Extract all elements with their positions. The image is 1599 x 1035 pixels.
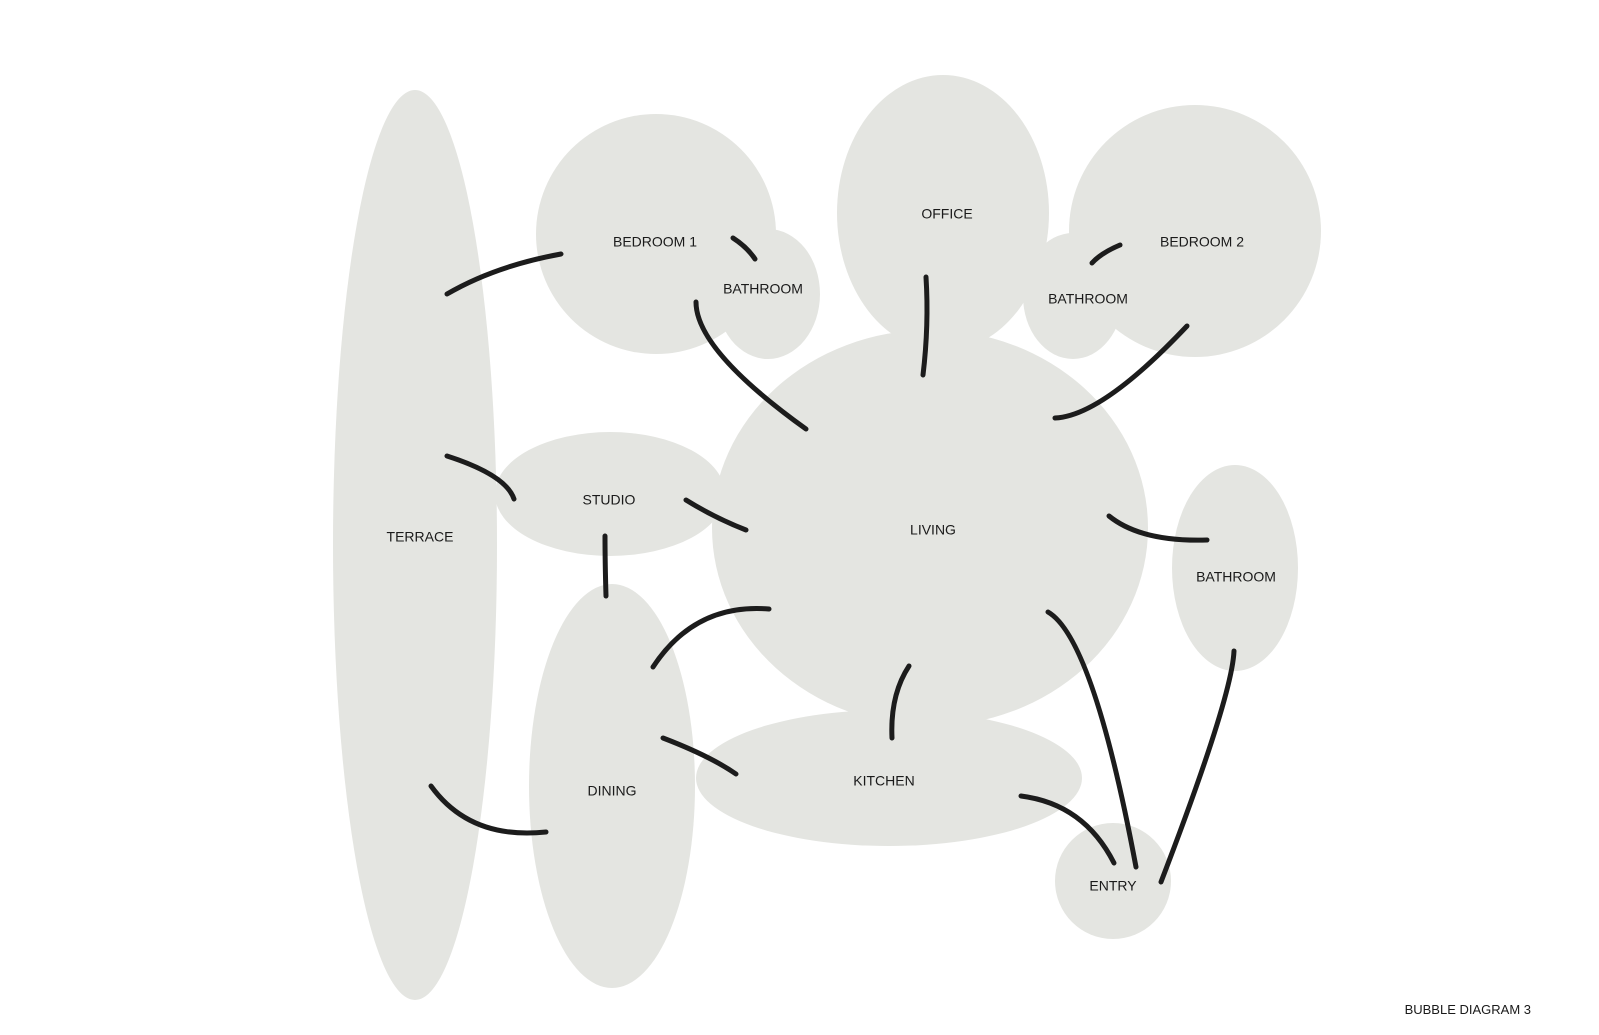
- label-studio: STUDIO: [583, 492, 636, 508]
- link-studio-dining: [602, 533, 609, 599]
- label-bedroom2: BEDROOM 2: [1160, 234, 1244, 250]
- bubbles: [333, 75, 1321, 1000]
- label-bathroom-a: BATHROOM: [723, 281, 803, 297]
- bubble-office: [837, 75, 1049, 351]
- link-terrace-dining: [428, 783, 549, 836]
- bubble-dining: [529, 584, 695, 988]
- diagram-caption: BUBBLE DIAGRAM 3: [1404, 1002, 1531, 1017]
- link-bedroom1-living: [693, 299, 809, 432]
- label-bathroom-c: BATHROOM: [1196, 569, 1276, 585]
- bubble-kitchen: [696, 710, 1082, 846]
- bubble-bathroom-b: [1023, 233, 1123, 359]
- link-terrace-studio: [444, 453, 517, 502]
- link-living-entry: [1045, 609, 1139, 870]
- label-entry: ENTRY: [1089, 878, 1137, 894]
- label-bedroom1: BEDROOM 1: [613, 234, 697, 250]
- bubble-bathroom-c: [1172, 465, 1298, 671]
- label-kitchen: KITCHEN: [853, 773, 914, 789]
- link-studio-living: [683, 497, 749, 533]
- link-bedroom1-bathroom: [730, 235, 758, 262]
- link-bedroom2-bathroom: [1089, 242, 1123, 266]
- label-living: LIVING: [910, 522, 956, 538]
- link-terrace-bedroom1: [444, 251, 564, 297]
- link-living-bathroom: [1106, 513, 1210, 543]
- link-dining-living: [650, 605, 772, 670]
- link-office-living: [920, 274, 930, 378]
- bubble-entry: [1055, 823, 1171, 939]
- link-bedroom2-living: [1052, 323, 1190, 421]
- bubble-bedroom2: [1069, 105, 1321, 357]
- link-living-kitchen: [889, 663, 912, 741]
- link-dining-kitchen: [660, 735, 739, 777]
- link-kitchen-entry: [1018, 793, 1117, 866]
- label-dining: DINING: [588, 783, 637, 799]
- connections: [428, 235, 1237, 885]
- bubble-bathroom-a: [716, 229, 820, 359]
- room-labels: TERRACE BEDROOM 1 BATHROOM OFFICE BEDROO…: [387, 206, 1276, 894]
- bubble-living: [712, 330, 1148, 726]
- label-office: OFFICE: [921, 206, 972, 222]
- bubble-studio: [495, 432, 725, 556]
- label-terrace: TERRACE: [387, 529, 454, 545]
- bubble-terrace: [333, 90, 497, 1000]
- link-bathroom-entry: [1158, 648, 1237, 885]
- label-bathroom-b: BATHROOM: [1048, 291, 1128, 307]
